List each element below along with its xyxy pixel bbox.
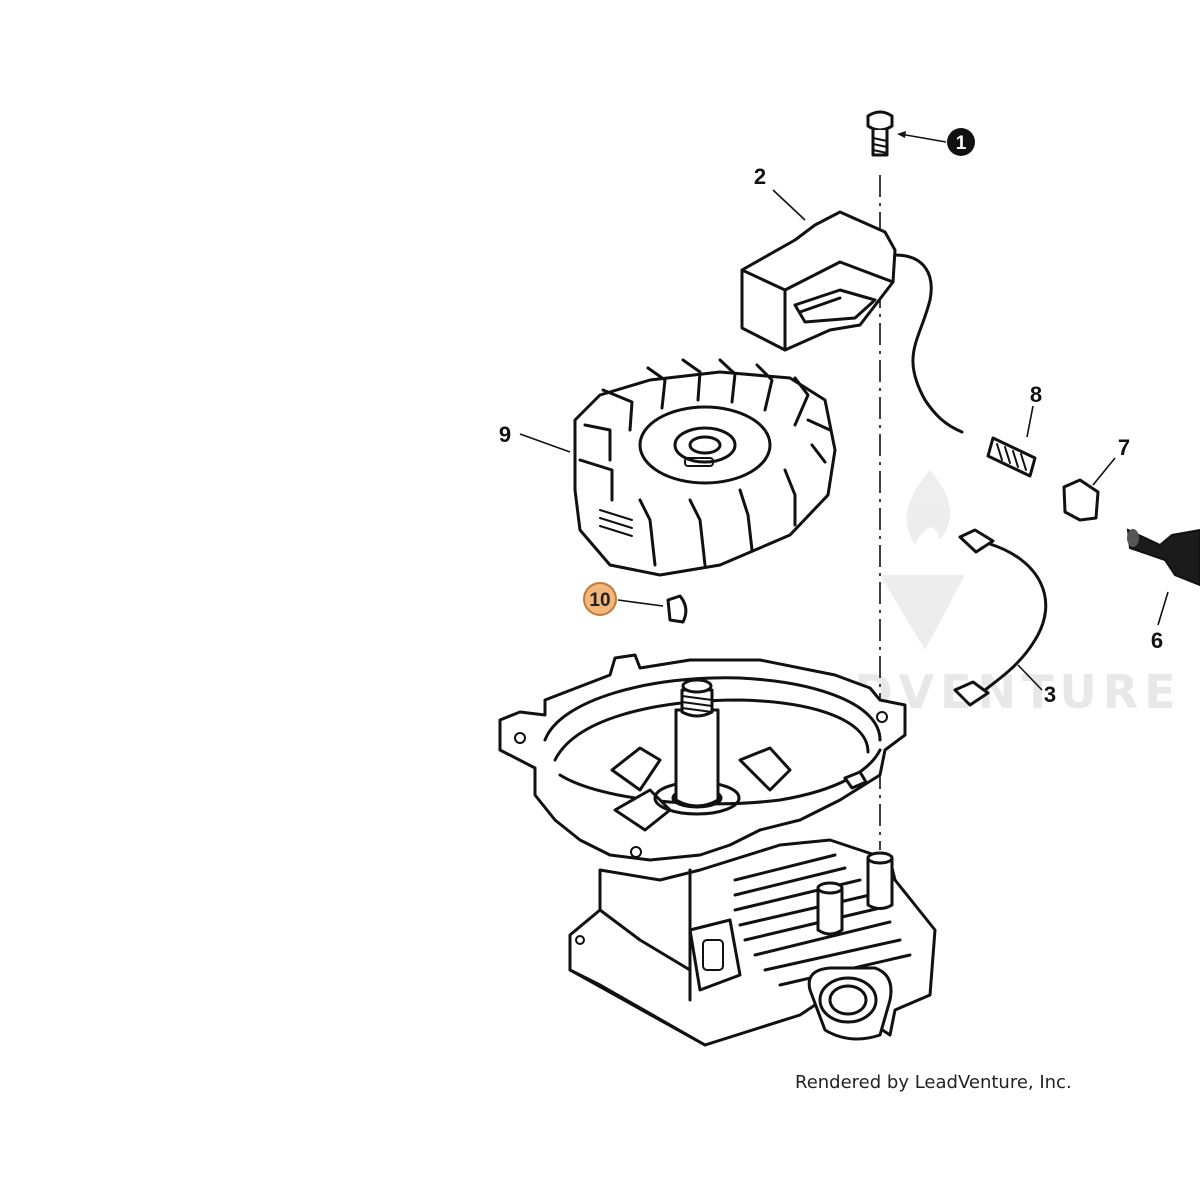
part-ignition-coil[interactable]	[740, 210, 964, 434]
callout-7[interactable]: 7	[1118, 435, 1130, 460]
part-key[interactable]	[666, 594, 688, 624]
leader-lines	[519, 131, 1169, 691]
part-boot[interactable]	[1062, 478, 1100, 522]
callout-2[interactable]: 2	[754, 164, 766, 189]
callout-6[interactable]: 6	[1151, 628, 1163, 653]
callout-8[interactable]: 8	[1030, 382, 1042, 407]
callout-8-label: 8	[1030, 382, 1042, 407]
callout-1[interactable]: 1	[947, 128, 975, 156]
engine-crankcase	[498, 653, 937, 1047]
credit-text: Rendered by LeadVenture, Inc.	[795, 1072, 1072, 1093]
part-plug-cap[interactable]	[1126, 528, 1200, 587]
callout-1-label: 1	[956, 133, 967, 154]
callout-7-label: 7	[1118, 435, 1130, 460]
callout-9[interactable]: 9	[499, 422, 511, 447]
callout-2-label: 2	[754, 164, 766, 189]
part-flywheel[interactable]	[573, 358, 837, 577]
callout-9-label: 9	[499, 422, 511, 447]
callout-6-label: 6	[1151, 628, 1163, 653]
callout-3[interactable]: 3	[1044, 682, 1056, 707]
part-ground-wire[interactable]	[953, 528, 1048, 707]
callout-10-label: 10	[589, 590, 610, 611]
callout-10[interactable]: 10	[583, 582, 617, 616]
part-spring-sleeve[interactable]	[986, 436, 1037, 478]
callout-3-label: 3	[1044, 682, 1056, 707]
part-screw[interactable]	[866, 110, 894, 157]
